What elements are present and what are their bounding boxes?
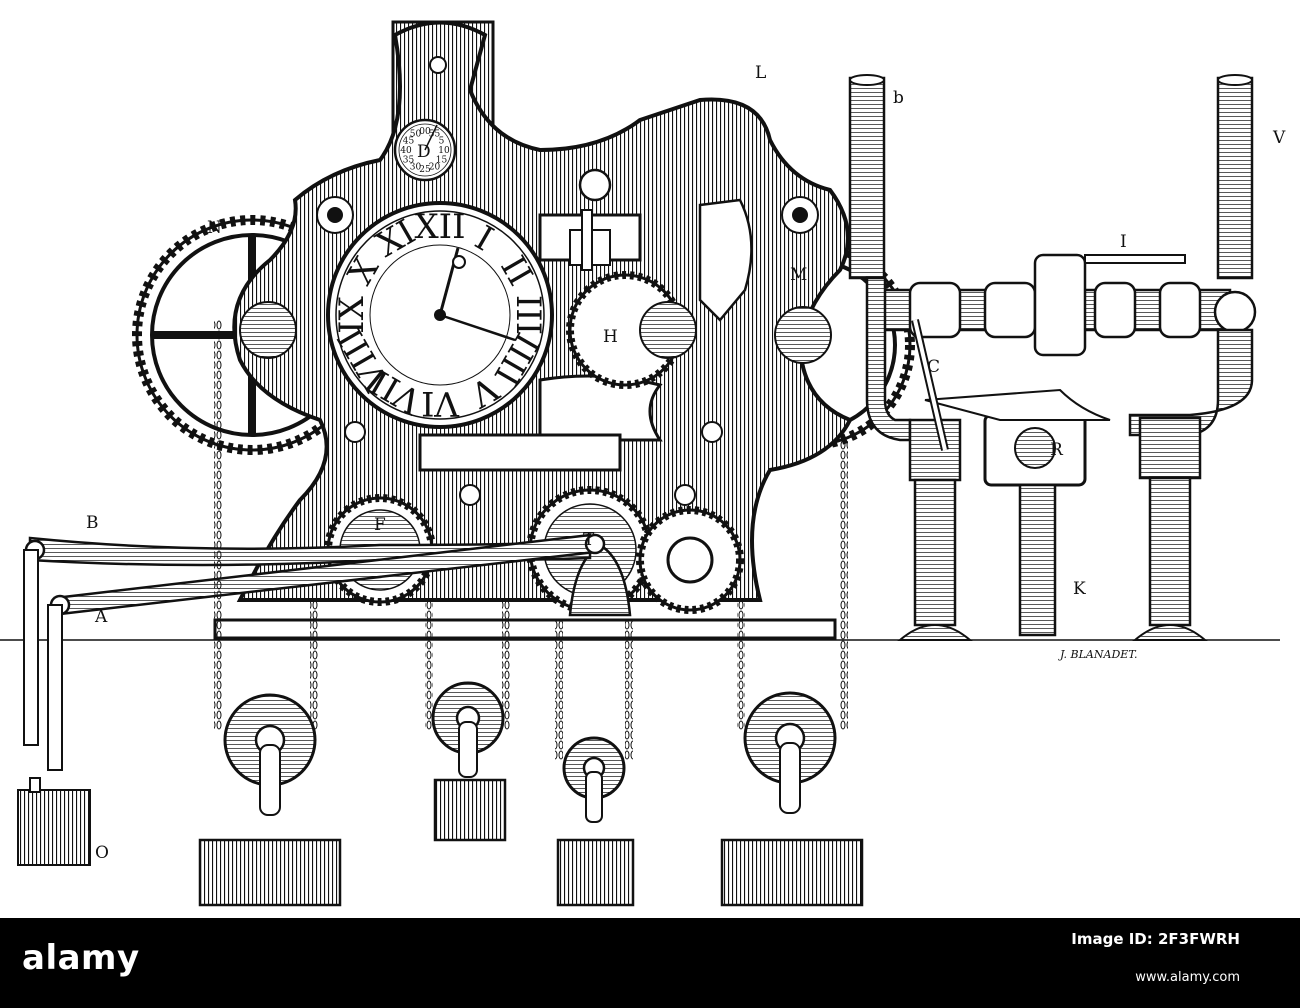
label-o: O [95,843,109,863]
pipe-vertical-left [848,76,886,280]
chains [214,320,848,760]
seconds-dial-number: 40 [400,146,412,156]
label-b-lower: b [893,88,904,108]
label-k: K [1073,579,1086,599]
seconds-dial-number: 50 [410,130,422,140]
outlet-k [1018,483,1057,637]
minute-hand [439,313,516,342]
label-t: T [583,530,595,550]
escapement [569,168,753,322]
seconds-dial-number: 00 [419,127,431,137]
seconds-dial-number: 25 [419,165,431,175]
clock-numeral: III [508,295,548,335]
frame-window-middle [538,374,663,442]
pipe-system [848,74,1257,641]
label-m: M [790,265,807,285]
frame-window-lower [418,433,622,472]
seconds-dial-number: 55 [429,130,441,140]
clock-numeral: IX [332,295,372,333]
rod-left-2 [47,604,63,771]
gear-pinion [636,506,744,614]
seconds-dial-number: 15 [436,156,448,166]
label-c: C [927,357,940,377]
support-right [1148,476,1192,627]
pulley-weight-4 [720,691,864,907]
clock-numeral: VI [421,383,460,423]
weight-o [17,789,91,866]
pulley-weight-3 [556,736,635,907]
label-a: A [94,607,108,627]
pipe-vertical-right [1216,76,1254,280]
alamy-logo: alamy [22,938,140,978]
support-left [913,478,957,627]
rod-left-1 [23,549,39,746]
seconds-dial-number: 10 [438,146,450,156]
seconds-dial-number: 45 [403,137,415,147]
engraver-signature: J. BLANADET. [1058,648,1138,661]
seconds-dial-number: 5 [439,137,445,147]
seconds-dial-number: 30 [410,163,422,173]
label-i: I [1120,232,1127,252]
pulley-weight-1 [198,693,342,907]
label-n: N [207,218,222,238]
label-v: V [1272,128,1286,148]
seconds-dial-number: 35 [403,156,415,166]
label-h: H [603,327,618,347]
image-id: Image ID: 2F3FWRH [1071,930,1240,948]
site-url: www.alamy.com [1135,970,1240,985]
label-b: B [86,513,99,533]
seconds-dial-number: 20 [429,163,441,173]
frame-bosses [239,56,832,506]
watermark-footer: alamy Image ID: 2F3FWRH www.alamy.com [0,918,1300,1008]
pulley-weight-2 [431,681,507,842]
label-l: L [755,63,766,83]
clock-numeral: XII [414,207,465,247]
label-d: D [417,142,431,162]
label-f: F [374,515,386,535]
label-r: R [1050,440,1064,460]
